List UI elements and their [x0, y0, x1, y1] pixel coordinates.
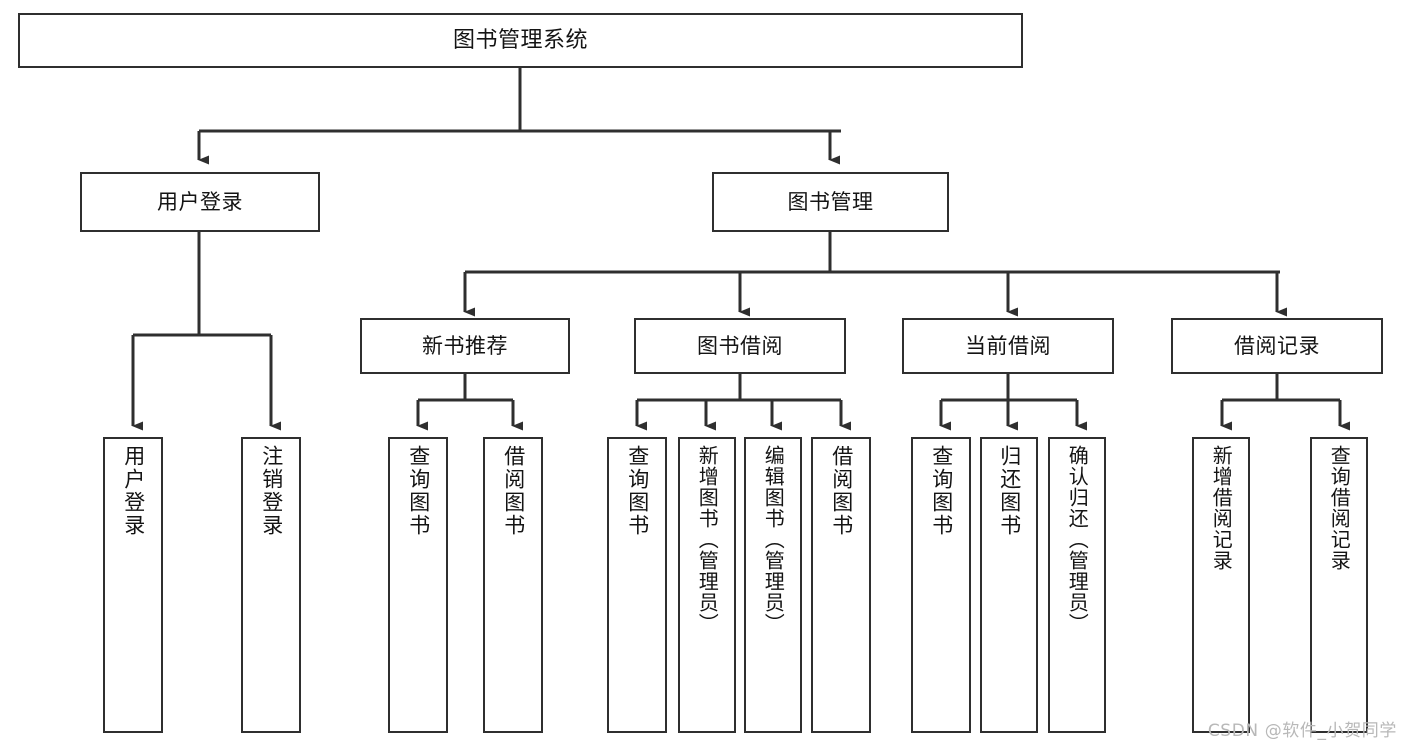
- node-book-management-label: 图书管理: [787, 189, 874, 214]
- node-book-management[interactable]: 图书管理: [712, 172, 949, 232]
- leaf-borrow-book-recommend[interactable]: 借阅图书: [483, 437, 543, 733]
- node-borrow-record-label: 借阅记录: [1234, 333, 1320, 358]
- leaf-confirm-return-admin[interactable]: 确认归还（管理员）: [1048, 437, 1106, 733]
- leaf-add-borrow-record-label: 新增借阅记录: [1209, 445, 1234, 571]
- leaf-confirm-return-admin-label: 确认归还（管理员）: [1065, 445, 1090, 634]
- node-root-label: 图书管理系统: [452, 27, 588, 53]
- leaf-add-book-admin-label: 新增图书（管理员）: [695, 445, 720, 634]
- node-current-borrow-label: 当前借阅: [965, 333, 1051, 358]
- leaf-add-borrow-record[interactable]: 新增借阅记录: [1192, 437, 1250, 733]
- leaf-query-book-recommend-label: 查询图书: [406, 445, 431, 537]
- leaf-user-logout[interactable]: 注销登录: [241, 437, 301, 733]
- leaf-query-book-current[interactable]: 查询图书: [911, 437, 971, 733]
- leaf-query-borrow-record-label: 查询借阅记录: [1327, 445, 1352, 571]
- leaf-edit-book-admin[interactable]: 编辑图书（管理员）: [744, 437, 802, 733]
- csdn-watermark: CSDN @软件_小贺同学: [1207, 721, 1397, 741]
- node-book-borrow[interactable]: 图书借阅: [634, 318, 846, 374]
- leaf-return-book[interactable]: 归还图书: [980, 437, 1038, 733]
- node-new-book-recommend[interactable]: 新书推荐: [360, 318, 570, 374]
- node-current-borrow[interactable]: 当前借阅: [902, 318, 1114, 374]
- leaf-query-book-borrow[interactable]: 查询图书: [607, 437, 667, 733]
- node-borrow-record[interactable]: 借阅记录: [1171, 318, 1383, 374]
- leaf-user-login-label: 用户登录: [121, 445, 146, 537]
- leaf-edit-book-admin-label: 编辑图书（管理员）: [761, 445, 786, 634]
- node-root-book-management-system[interactable]: 图书管理系统: [18, 13, 1023, 68]
- leaf-query-book-current-label: 查询图书: [929, 445, 954, 537]
- leaf-borrow-book-borrow[interactable]: 借阅图书: [811, 437, 871, 733]
- leaf-add-book-admin[interactable]: 新增图书（管理员）: [678, 437, 736, 733]
- node-user-login-label: 用户登录: [157, 189, 243, 214]
- leaf-user-login[interactable]: 用户登录: [103, 437, 163, 733]
- leaf-query-book-borrow-label: 查询图书: [625, 445, 650, 537]
- leaf-borrow-book-recommend-label: 借阅图书: [501, 445, 526, 537]
- leaf-query-book-recommend[interactable]: 查询图书: [388, 437, 448, 733]
- leaf-query-borrow-record[interactable]: 查询借阅记录: [1310, 437, 1368, 733]
- leaf-borrow-book-borrow-label: 借阅图书: [829, 445, 854, 537]
- leaf-user-logout-label: 注销登录: [259, 445, 284, 537]
- node-new-book-recommend-label: 新书推荐: [422, 333, 508, 358]
- leaf-return-book-label: 归还图书: [997, 445, 1022, 537]
- node-book-borrow-label: 图书借阅: [697, 333, 783, 358]
- node-user-login[interactable]: 用户登录: [80, 172, 320, 232]
